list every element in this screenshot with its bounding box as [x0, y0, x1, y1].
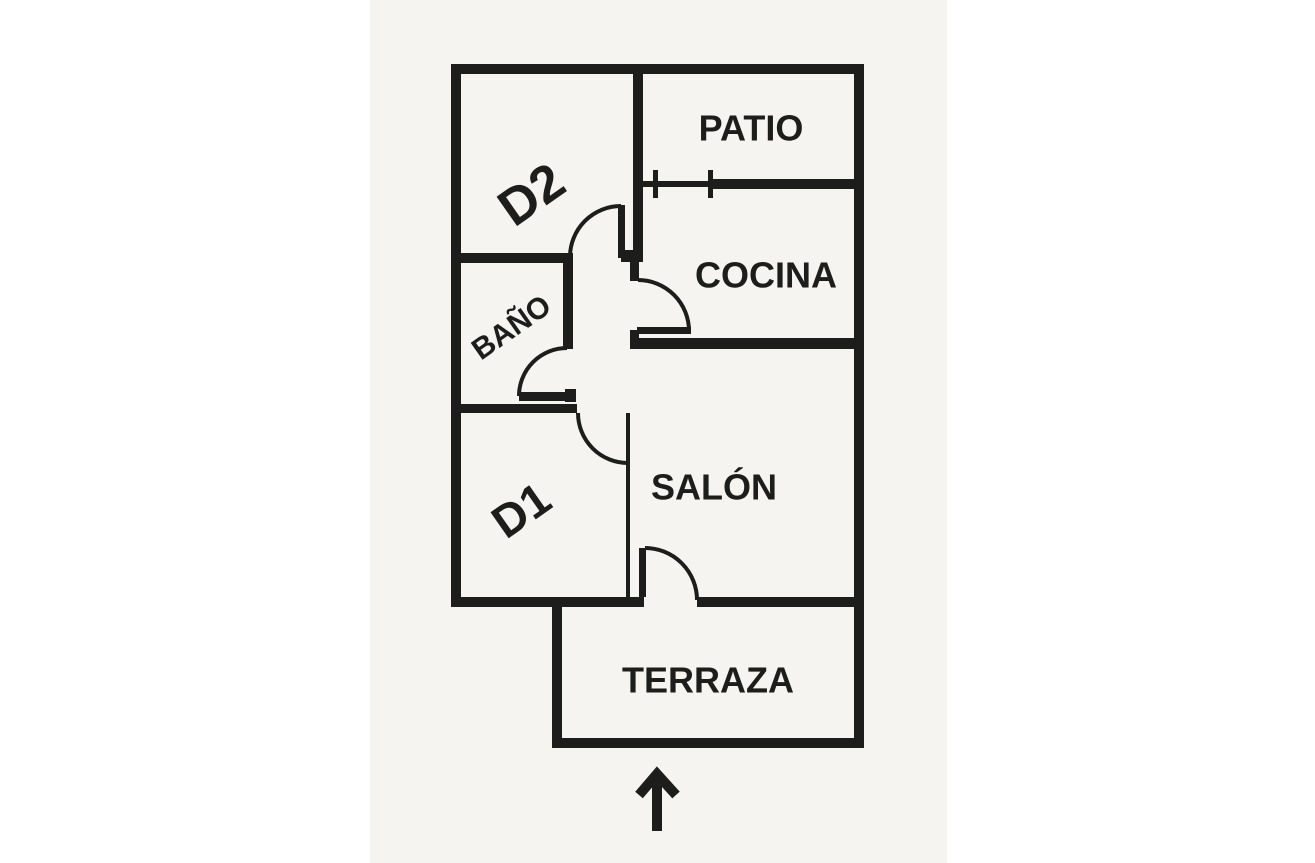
entrance-arrow-icon	[635, 766, 680, 831]
jamb-cocina-door-bottom	[630, 330, 639, 340]
wall-patio-cocina	[712, 179, 864, 189]
wall-d2-patio	[633, 64, 643, 262]
wall-bano-top	[451, 253, 573, 263]
doors	[517, 204, 699, 601]
room-label-d2: D2	[488, 152, 576, 238]
door-leaf-terraza	[639, 548, 646, 597]
wall-cocina-salon	[630, 338, 864, 349]
room-label-cocina: COCINA	[695, 255, 837, 296]
wall-d1-salon-thin	[626, 413, 630, 597]
room-label-terraza: TERRAZA	[622, 660, 794, 701]
wall-outer-left	[451, 64, 461, 607]
window-tick-right	[708, 170, 713, 198]
room-label-salon: SALÓN	[651, 466, 777, 508]
wall-bottom-right-segment	[697, 597, 864, 607]
door-leaf-bano	[519, 392, 567, 401]
room-label-d1: D1	[482, 472, 560, 548]
floor-plan-svg: D2 PATIO BAÑO COCINA D1 SALÓN TERRAZA	[451, 64, 864, 831]
entrance-arrow-head	[635, 766, 680, 799]
wall-outer-top	[451, 64, 864, 74]
door-arc-d1	[576, 412, 629, 465]
jamb-bano-door	[565, 389, 576, 402]
wall-terraza-left	[552, 597, 562, 748]
jamb-d2-door	[621, 250, 643, 262]
door-leaf-cocina	[637, 327, 691, 334]
door-leaf-d2	[618, 205, 625, 258]
door-arc-terraza	[644, 546, 699, 601]
wall-bano-d1	[451, 404, 577, 413]
wall-bano-right	[563, 253, 573, 349]
floor-plan-image: D2 PATIO BAÑO COCINA D1 SALÓN TERRAZA	[370, 0, 947, 863]
window-sill-line	[643, 181, 713, 187]
wall-terraza-bottom	[552, 738, 864, 748]
wall-outer-right	[854, 64, 864, 748]
walls	[451, 64, 864, 748]
door-arc-d2	[568, 204, 622, 258]
window-tick-left	[653, 170, 658, 198]
jamb-cocina-door-top	[630, 262, 639, 281]
wall-bottom-left-segment	[451, 597, 644, 607]
room-label-patio: PATIO	[699, 108, 804, 149]
door-arc-cocina	[637, 278, 691, 332]
window-symbol	[643, 170, 713, 198]
door-arc-bano	[517, 346, 568, 397]
